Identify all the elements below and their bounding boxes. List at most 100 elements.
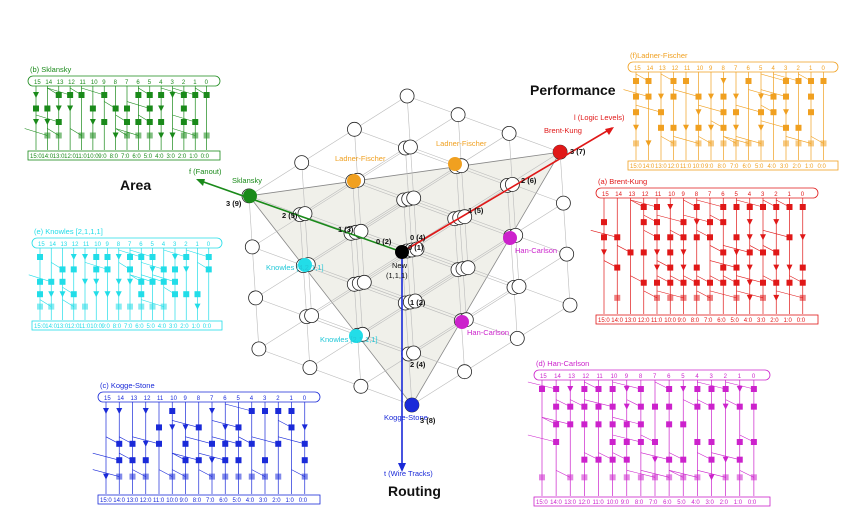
- kogge-prefix-cell: [235, 457, 242, 464]
- sklansky-node[interactable]: [243, 189, 257, 203]
- han-carry-wire: [668, 470, 684, 478]
- han-prefix-cell: [609, 386, 616, 392]
- han-carry-wire: [640, 470, 670, 478]
- ladner-carry-wire: [760, 104, 774, 113]
- brent-carry-wire: [723, 275, 737, 283]
- ladner-buffer-icon: [758, 93, 764, 100]
- knowles-output-bit: 13:0: [57, 324, 69, 330]
- knowles-buffer-icon: [115, 254, 122, 260]
- ladner-prefix-cell: [658, 124, 664, 131]
- brent-buffer-icon: [773, 219, 780, 226]
- ladner-carry-wire: [735, 104, 762, 113]
- sklansky-input-bit: 11: [80, 80, 87, 86]
- ladner-carry-wire: [635, 73, 649, 82]
- lattice-line: [406, 95, 561, 153]
- lattice-node: [302, 360, 318, 376]
- ladner-input-bit: 11: [684, 66, 691, 72]
- han-input-bit: 15: [540, 374, 547, 380]
- knowles-carry-wire: [118, 262, 131, 270]
- lattice-node: [353, 378, 369, 394]
- sklansky-input-bit: 4: [159, 80, 163, 86]
- ladner-input-bit: 15: [634, 66, 641, 72]
- new-node[interactable]: [395, 245, 409, 259]
- lattice-line: [255, 197, 414, 299]
- han-output-bit: 14:0: [550, 500, 562, 506]
- sklansky-output-bit: 5:0: [144, 154, 153, 160]
- ladner-output-bit: 10:0: [693, 164, 705, 170]
- area-title: Area: [120, 177, 151, 193]
- lattice-line: [410, 146, 564, 204]
- knowles-output-bit: 10:0: [90, 324, 102, 330]
- knowles-output-bit: 11:0: [79, 324, 91, 330]
- knowles-buffer-icon: [93, 291, 100, 298]
- han-carlson-node-1[interactable]: [503, 231, 517, 245]
- knowles-421-node[interactable]: [298, 258, 312, 272]
- brent-output-bit: 2:0: [770, 318, 779, 324]
- han-input-bit: 6: [667, 374, 671, 380]
- ladner-carry-wire: [660, 73, 674, 82]
- sklansky-output-bit: 15:0: [30, 154, 42, 160]
- sklansky-output-bit: 3:0: [167, 154, 176, 160]
- brent-input-bit: 9: [682, 192, 686, 198]
- kogge-buffer-icon: [301, 424, 308, 431]
- lattice-line: [258, 348, 413, 406]
- han-output-bit: 2:0: [720, 500, 729, 506]
- brent-kung-label: Brent-Kung: [544, 126, 582, 135]
- ladner-buffer-icon: [645, 140, 652, 147]
- axes-group: [196, 127, 614, 472]
- lattice-line: [354, 129, 365, 283]
- ladner-input-bit: 13: [659, 66, 666, 72]
- brent-carry-wire: [630, 199, 644, 208]
- lattice-line: [357, 235, 516, 336]
- brent-input-bit: 8: [695, 192, 699, 198]
- kogge-stone-node[interactable]: [405, 398, 419, 412]
- kogge-prefix-cell: [262, 408, 268, 414]
- han-buffer-icon: [708, 474, 715, 481]
- kogge-output-bit: 0:0: [299, 498, 308, 504]
- han-prefix-cell: [623, 421, 630, 428]
- han-prefix-cell: [581, 421, 588, 428]
- ladner-carry-wire: [673, 89, 699, 97]
- han-carry-wire: [668, 452, 684, 460]
- ladner-buffer-icon: [720, 78, 727, 84]
- ladner-output-bit: 9:0: [705, 164, 714, 170]
- ladner-buffer-icon: [658, 93, 664, 100]
- ladner-output-bit: 4:0: [768, 164, 777, 170]
- brent-carry-wire: [656, 260, 671, 268]
- han-prefix-cell: [581, 456, 588, 463]
- brent-prefix-cell: [733, 204, 740, 210]
- brent-output-bit: 4:0: [744, 318, 753, 324]
- knowles-input-bit: 15: [38, 242, 45, 248]
- kogge-carry-wire: [172, 420, 199, 428]
- brent-kung-node[interactable]: [553, 145, 567, 159]
- han-carlson-node-2[interactable]: [455, 315, 469, 329]
- knowles-input-bit: 3: [173, 242, 177, 248]
- lattice-line: [308, 264, 462, 321]
- knowles-211-node[interactable]: [349, 329, 363, 343]
- kogge-input-bit: 9: [184, 396, 188, 402]
- brent-buffer-icon: [680, 264, 687, 271]
- lattice-line: [304, 213, 459, 270]
- kogge-carry-wire: [211, 436, 239, 445]
- brent-carry-wire: [643, 290, 658, 299]
- han-input-bit: 10: [611, 374, 618, 380]
- lattice-line: [403, 199, 414, 354]
- han-panel-title: (d) Han-Carlson: [536, 359, 589, 368]
- sklansky-label: Sklansky: [232, 176, 262, 185]
- han-prefix-cell: [581, 474, 588, 481]
- sklansky-output-bit: 8:0: [110, 154, 119, 160]
- han-prefix-cell: [750, 403, 757, 410]
- ladner-fischer-label-1: Ladner-Fischer: [335, 154, 386, 163]
- lattice-line: [508, 133, 520, 287]
- brent-output-bit: 13:0: [625, 318, 637, 324]
- ladner-output-bit: 6:0: [743, 164, 752, 170]
- sklansky-output-bit: 9:0: [98, 154, 107, 160]
- han-carry-wire: [626, 470, 656, 478]
- han-input-bit: 9: [625, 374, 629, 380]
- kogge-carry-wire: [278, 436, 305, 445]
- ladner-fischer-node-1[interactable]: [347, 174, 361, 188]
- ladner-fischer-node-2[interactable]: [448, 157, 462, 171]
- lattice-node: [406, 190, 422, 206]
- han-carry-wire: [584, 399, 613, 407]
